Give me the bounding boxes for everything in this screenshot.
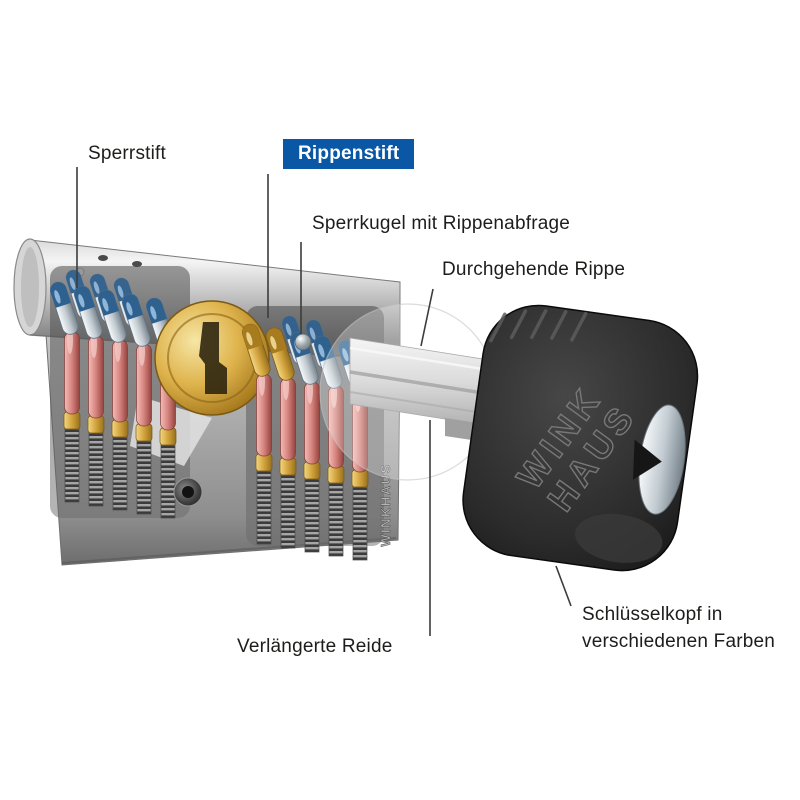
label-sperrstift-text: Sperrstift (88, 143, 167, 164)
cylinder-brand-text: WINKHAUS (378, 463, 393, 547)
middle-pin-group (239, 313, 369, 561)
leader-line-rippe (420, 288, 434, 347)
label-durchgehende-rippe-text: Durchgehende Rippe (442, 259, 626, 280)
label-rippenstift-text: Rippenstift (298, 143, 400, 164)
key-ring-notch (632, 439, 662, 480)
label-schluesselkopf: Schlüsselkopf in verschiedenen Farben (582, 601, 775, 655)
key-head: WINK HAUS (462, 304, 699, 572)
label-sperrstift: Sperrstift (88, 143, 166, 165)
label-verlaengerte-reide-text: Verlängerte Reide (237, 636, 393, 657)
label-durchgehende-rippe: Durchgehende Rippe (442, 259, 625, 281)
label-schluesselkopf-line2: verschiedenen Farben (582, 631, 776, 652)
label-verlaengerte-reide: Verlängerte Reide (237, 636, 393, 658)
label-schluesselkopf-line1: Schlüsselkopf in (582, 604, 723, 625)
leader-line-schluesselkopf (555, 565, 572, 607)
label-rippenstift-badge: Rippenstift (283, 139, 415, 169)
label-sperrkugel: Sperrkugel mit Rippenabfrage (312, 213, 570, 235)
label-sperrkugel-text: Sperrkugel mit Rippenabfrage (312, 213, 571, 234)
keyway-slot (199, 322, 227, 394)
locking-ball (294, 333, 312, 351)
key-head-grip-ridges (489, 309, 588, 343)
cam-disc (154, 300, 270, 416)
